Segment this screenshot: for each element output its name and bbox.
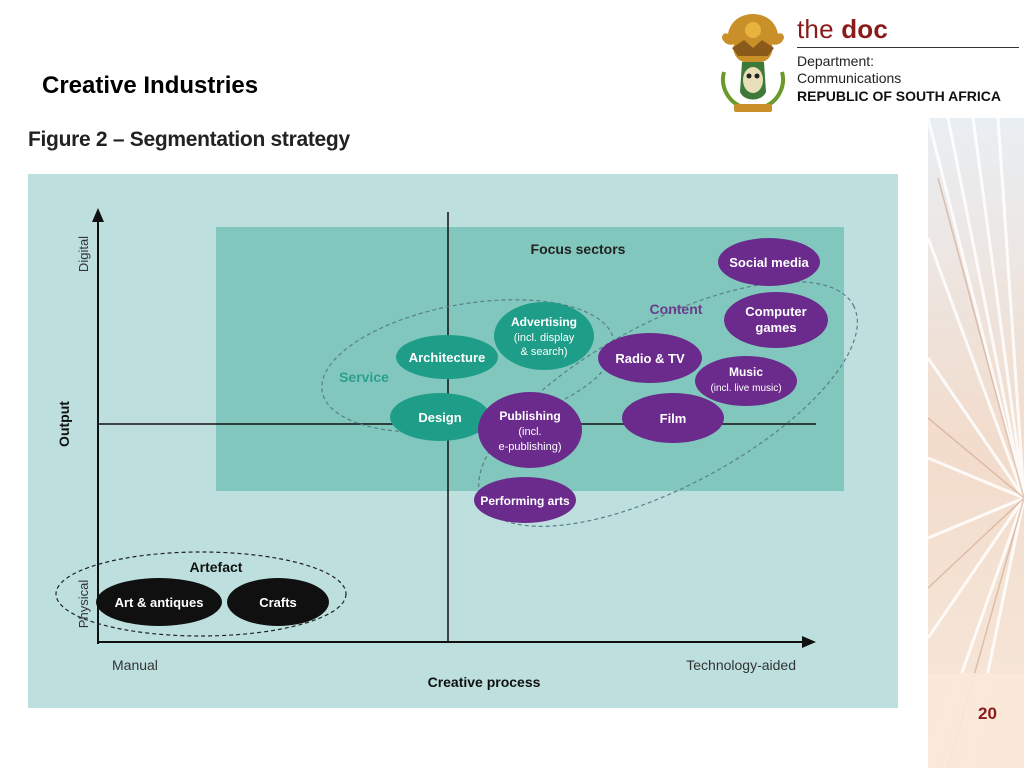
sector-music: Music (incl. live music) <box>695 356 797 406</box>
svg-text:& search): & search) <box>520 346 567 358</box>
logo-divider <box>797 47 1019 48</box>
sector-social-media: Social media <box>718 238 820 286</box>
svg-text:Design: Design <box>418 410 461 425</box>
svg-text:Film: Film <box>660 411 687 426</box>
coat-of-arms-icon <box>721 14 785 112</box>
slide-title: Creative Industries <box>42 72 259 99</box>
sector-radio-tv: Radio & TV <box>598 333 702 383</box>
svg-text:Radio & TV: Radio & TV <box>615 351 685 366</box>
x-axis-title: Creative process <box>428 674 541 690</box>
x-axis-arrow-icon <box>802 636 816 648</box>
svg-text:games: games <box>755 320 796 335</box>
svg-text:Social media: Social media <box>729 255 809 270</box>
sector-crafts: Crafts <box>227 578 329 626</box>
svg-text:Advertising: Advertising <box>511 315 577 329</box>
focus-sectors-label: Focus sectors <box>531 241 626 257</box>
comm-line: Communications <box>797 70 902 86</box>
x-axis-right-label: Technology-aided <box>686 657 796 673</box>
svg-text:e-publishing): e-publishing) <box>499 441 562 453</box>
sector-advertising: Advertising (incl. display & search) <box>494 302 594 370</box>
y-axis-arrow-icon <box>92 208 104 222</box>
svg-text:Architecture: Architecture <box>409 350 486 365</box>
doc-logo: the doc Department: Communications REPUB… <box>718 8 1019 118</box>
svg-text:(incl. live music): (incl. live music) <box>710 383 781 394</box>
svg-text:(incl.: (incl. <box>518 426 541 438</box>
y-axis-bottom-label: Physical <box>76 580 91 629</box>
page-number: 20 <box>978 704 997 723</box>
artefact-group-outline <box>55 551 347 637</box>
sector-film: Film <box>622 393 724 443</box>
segmentation-diagram: Digital Output Physical Manual Creative … <box>28 174 898 708</box>
country-line: REPUBLIC OF SOUTH AFRICA <box>797 88 1002 104</box>
svg-text:Music: Music <box>729 365 763 379</box>
sector-computer-games: Computer games <box>724 292 828 348</box>
brand-name: the doc <box>797 14 889 44</box>
artefact-group-label: Artefact <box>190 559 243 575</box>
svg-text:Art & antiques: Art & antiques <box>115 595 204 610</box>
decorative-rays-image <box>928 118 1024 768</box>
svg-text:Performing arts: Performing arts <box>480 494 570 508</box>
sector-design: Design <box>390 393 490 441</box>
figure-title: Figure 2 – Segmentation strategy <box>28 128 350 151</box>
svg-text:Computer: Computer <box>745 304 806 319</box>
sector-architecture: Architecture <box>396 335 498 379</box>
y-axis-title: Output <box>56 401 72 447</box>
y-axis-top-label: Digital <box>76 236 91 272</box>
content-group-label: Content <box>650 301 703 317</box>
dept-line: Department: <box>797 53 875 69</box>
service-group-label: Service <box>339 369 389 385</box>
svg-text:Crafts: Crafts <box>259 595 297 610</box>
svg-text:(incl. display: (incl. display <box>514 332 575 344</box>
sector-art-antiques: Art & antiques <box>96 578 222 626</box>
content-group-outline <box>478 281 858 527</box>
svg-text:Publishing: Publishing <box>499 409 560 423</box>
x-axis-left-label: Manual <box>112 657 158 673</box>
sector-performing-arts: Performing arts <box>474 477 576 523</box>
sector-publishing: Publishing (incl. e-publishing) <box>478 392 582 468</box>
